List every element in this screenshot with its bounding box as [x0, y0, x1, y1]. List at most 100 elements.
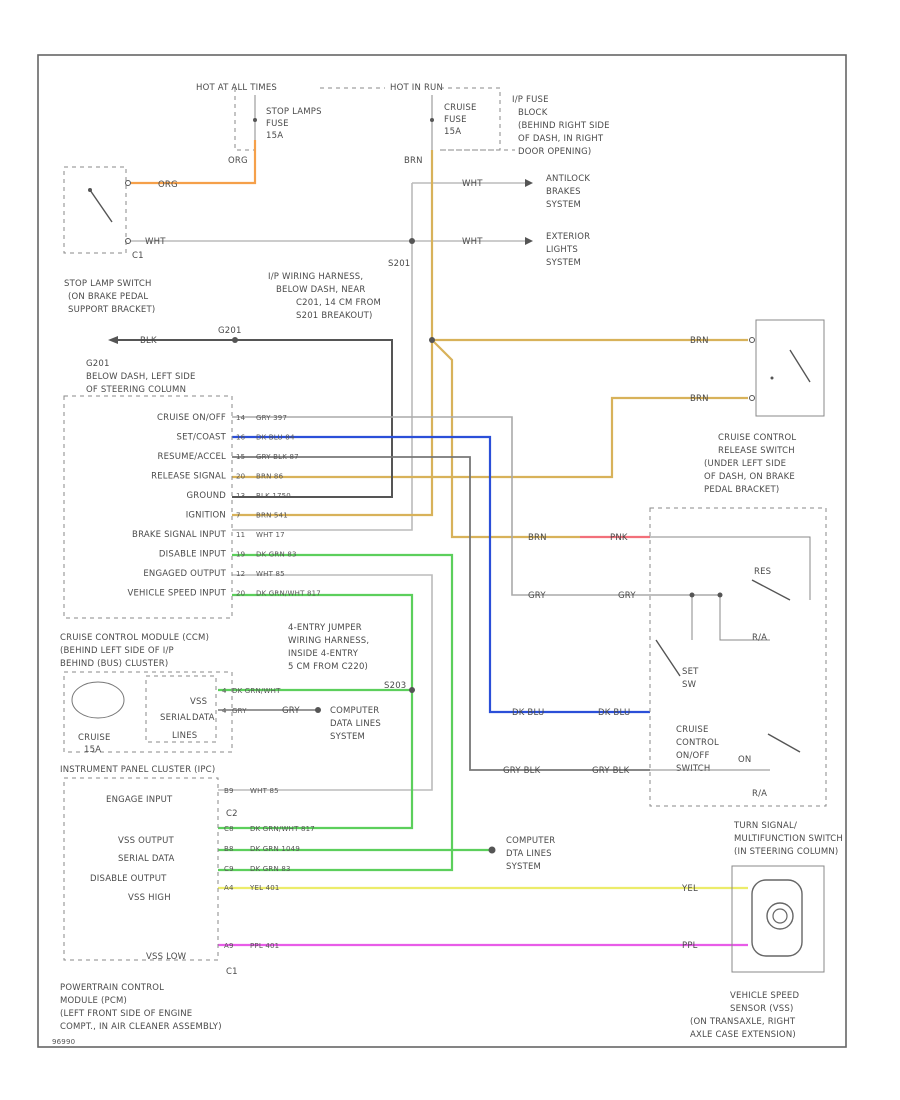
- wire-brown-ignition: [232, 150, 434, 517]
- splice-dot: [409, 238, 415, 244]
- switch-icon: [89, 189, 113, 223]
- ip-fuse-block-label: I/P FUSE BLOCK (BEHIND RIGHT SIDE OF DAS…: [512, 95, 610, 157]
- wire-white-brake: [232, 183, 413, 531]
- svg-text:R/A: R/A: [752, 789, 767, 799]
- svg-text:TURN SIGNAL/: TURN SIGNAL/: [733, 821, 797, 831]
- stop-lamp-switch: C1 STOP LAMP SWITCH (ON BRAKE PEDAL SUPP…: [63, 166, 155, 315]
- hot-at-all-times-label: HOT AT ALL TIMES: [196, 83, 277, 93]
- svg-text:BRN: BRN: [690, 336, 709, 346]
- svg-text:I/P WIRING HARNESS,: I/P WIRING HARNESS,: [268, 272, 363, 282]
- arrow-icon: [108, 336, 118, 344]
- external-systems: ANTILOCK BRAKES SYSTEM EXTERIOR LIGHTS S…: [330, 174, 590, 872]
- splices: [108, 179, 533, 854]
- svg-text:WIRING HARNESS,: WIRING HARNESS,: [288, 636, 369, 646]
- svg-text:CONTROL: CONTROL: [676, 738, 719, 748]
- svg-text:OF STEERING COLUMN: OF STEERING COLUMN: [86, 385, 186, 395]
- svg-text:MODULE (PCM): MODULE (PCM): [60, 996, 127, 1006]
- splice-dot: [315, 707, 321, 713]
- svg-text:(IN STEERING COLUMN): (IN STEERING COLUMN): [734, 847, 838, 857]
- svg-text:SENSOR (VSS): SENSOR (VSS): [730, 1004, 793, 1014]
- svg-text:C1: C1: [226, 967, 238, 977]
- svg-text:WHT: WHT: [462, 179, 483, 189]
- splice-dot: [409, 687, 415, 693]
- svg-text:STOP LAMP SWITCH: STOP LAMP SWITCH: [64, 279, 152, 289]
- svg-text:4: 4: [222, 687, 227, 695]
- wire-black-ground: [118, 339, 393, 498]
- svg-text:BRN: BRN: [404, 156, 423, 166]
- splice-dot: [429, 337, 435, 343]
- svg-text:GRY BLK: GRY BLK: [503, 766, 541, 776]
- ccm-pin-wire: BLK 1750: [256, 492, 291, 500]
- ccm-pin-wire: DK GRN/WHT 817: [256, 590, 321, 598]
- svg-text:MULTIFUNCTION SWITCH: MULTIFUNCTION SWITCH: [734, 834, 843, 844]
- svg-text:ORG: ORG: [158, 180, 178, 190]
- ipc-pin-wire: DK GRN 1049: [250, 845, 300, 853]
- wire-brown-release: [232, 396, 748, 479]
- ccm-pin-name: ENGAGED OUTPUT: [143, 569, 226, 579]
- ccm-pin-name: BRAKE SIGNAL INPUT: [132, 530, 227, 540]
- svg-text:GRY: GRY: [232, 707, 247, 715]
- svg-text:BRAKES: BRAKES: [546, 187, 581, 197]
- svg-text:SET: SET: [682, 667, 699, 677]
- svg-text:DTA LINES: DTA LINES: [506, 849, 552, 859]
- footer-code: 96990: [52, 1038, 75, 1046]
- g201-tag: G201: [218, 326, 242, 336]
- ipc-pin-wire: PPL 401: [250, 942, 279, 950]
- svg-text:VSS OUTPUT: VSS OUTPUT: [118, 836, 175, 846]
- svg-text:GRY: GRY: [528, 591, 546, 601]
- svg-text:R/A: R/A: [752, 633, 767, 643]
- svg-text:YEL: YEL: [681, 884, 698, 894]
- svg-text:(UNDER LEFT SIDE: (UNDER LEFT SIDE: [704, 459, 786, 469]
- svg-text:CRUISE CONTROL MODULE (CCM): CRUISE CONTROL MODULE (CCM): [60, 633, 209, 643]
- ccm-pin-wire: GRY BLK 87: [256, 453, 299, 461]
- svg-text:S201: S201: [388, 259, 410, 269]
- ccm-pin-number: 20: [236, 590, 245, 598]
- svg-text:PEDAL BRACKET): PEDAL BRACKET): [704, 485, 779, 495]
- stop-lamps-fuse: STOP LAMPS FUSE 15A: [253, 95, 322, 141]
- svg-text:INSTRUMENT PANEL CLUSTER (IPC): INSTRUMENT PANEL CLUSTER (IPC): [60, 765, 215, 775]
- svg-text:BELOW DASH, NEAR: BELOW DASH, NEAR: [276, 285, 365, 295]
- svg-text:FUSE: FUSE: [444, 115, 467, 125]
- svg-text:S203: S203: [384, 681, 406, 691]
- instrument-panel-cluster: INSTRUMENT PANEL CLUSTER (IPC) ENGAGE IN…: [52, 765, 315, 1046]
- ccm-pin-name: CRUISE ON/OFF: [157, 413, 226, 423]
- svg-text:DOOR OPENING): DOOR OPENING): [518, 147, 591, 157]
- svg-text:INSIDE 4-ENTRY: INSIDE 4-ENTRY: [288, 649, 359, 659]
- svg-text:LIGHTS: LIGHTS: [546, 245, 578, 255]
- multifunction-switch: RES R/A SET SW CRUISE CONTROL ON/OFF SWI…: [649, 507, 843, 857]
- svg-text:STOP LAMPS: STOP LAMPS: [266, 107, 322, 117]
- svg-text:S201 BREAKOUT): S201 BREAKOUT): [296, 311, 373, 321]
- svg-text:BEHIND (BUS) CLUSTER): BEHIND (BUS) CLUSTER): [60, 659, 168, 669]
- svg-text:(ON BRAKE PEDAL: (ON BRAKE PEDAL: [68, 292, 148, 302]
- svg-text:POWERTRAIN CONTROL: POWERTRAIN CONTROL: [60, 983, 164, 993]
- wire-orange: [131, 140, 257, 185]
- ipc-pin-number: A4: [224, 884, 234, 892]
- wire-labels: ORG ORG WHT BRN WHT WHT BLK BRN BRN BRN …: [140, 156, 709, 951]
- ccm-pin-name: RELEASE SIGNAL: [151, 472, 226, 482]
- fuse-block-outline: [320, 87, 501, 151]
- svg-text:15A: 15A: [84, 745, 101, 755]
- wire-grayblk-resume: [232, 456, 650, 771]
- arrow-icon: [525, 237, 533, 245]
- svg-text:VSS LOW: VSS LOW: [146, 952, 187, 962]
- svg-text:PPL: PPL: [682, 941, 698, 951]
- ipc-pin-wire: WHT 85: [250, 787, 279, 795]
- ccm-pin-name: GROUND: [186, 491, 226, 501]
- svg-text:ORG: ORG: [228, 156, 248, 166]
- ipc-pin-number: B8: [224, 845, 234, 853]
- ccm-pin-wire: WHT 85: [256, 570, 285, 578]
- svg-text:VSS HIGH: VSS HIGH: [128, 893, 171, 903]
- svg-text:15A: 15A: [444, 127, 461, 137]
- hot-in-run-label: HOT IN RUN: [390, 83, 443, 93]
- svg-text:DATA: DATA: [192, 713, 215, 723]
- svg-text:VSS: VSS: [190, 697, 207, 707]
- svg-text:SYSTEM: SYSTEM: [330, 732, 365, 742]
- svg-text:G201: G201: [86, 359, 110, 369]
- s201-label: S201 I/P WIRING HARNESS, BELOW DASH, NEA…: [218, 259, 410, 336]
- splice-dot: [488, 846, 496, 854]
- svg-text:BELOW DASH, LEFT SIDE: BELOW DASH, LEFT SIDE: [86, 372, 196, 382]
- ccm-pin-number: 14: [236, 414, 246, 422]
- jumper-harness-label: 4-ENTRY JUMPER WIRING HARNESS, INSIDE 4-…: [288, 623, 406, 691]
